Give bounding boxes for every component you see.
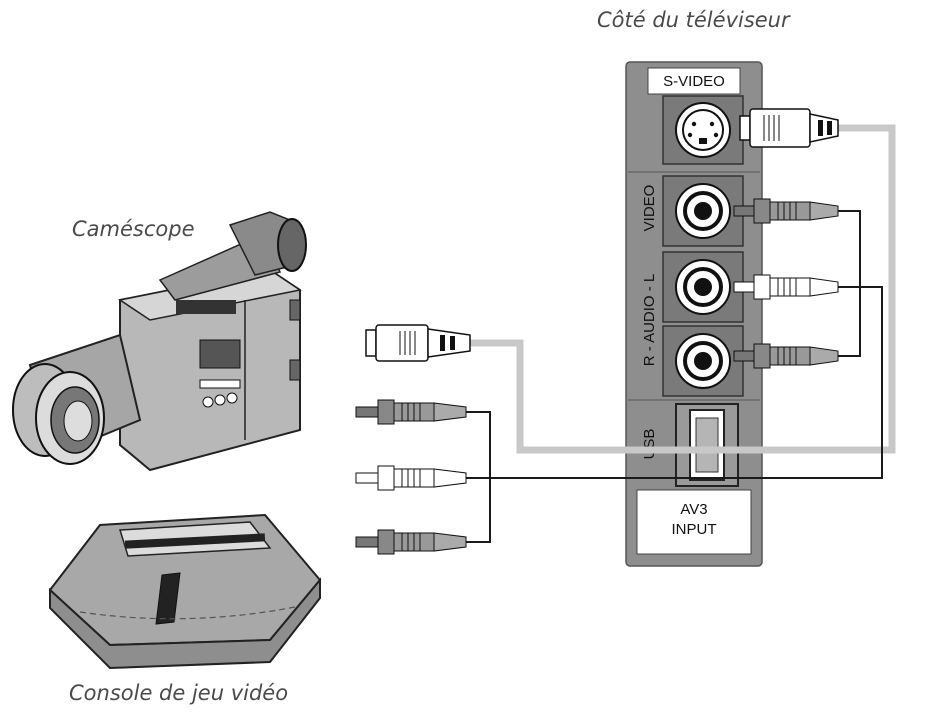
video-jack[interactable] (662, 175, 744, 247)
audio-l-plug-source (355, 465, 467, 491)
audio-l-plug-tv (733, 274, 839, 300)
audio-r-plug-tv (733, 343, 839, 369)
tv-video-cable-loop (838, 210, 861, 357)
s-video-cable (470, 124, 896, 454)
camcorder-caption: Caméscope (72, 217, 195, 241)
audio-r-plug-source (355, 529, 467, 555)
audio-label: R - AUDIO - L (641, 274, 658, 367)
s-video-jack[interactable] (662, 95, 744, 165)
s-video-plug-source (365, 324, 471, 362)
s-video-label: S-VIDEO (663, 73, 725, 90)
video-plug-source (355, 399, 467, 425)
audio-l-jack[interactable] (662, 251, 744, 323)
usb-label: USB (641, 429, 658, 460)
usb-port[interactable] (675, 403, 739, 487)
console-av-cable-loop (466, 411, 491, 543)
tv-panel: S-VIDEO (625, 61, 763, 567)
av3-label: AV3 (680, 501, 707, 518)
audio-r-jack[interactable] (662, 325, 744, 397)
game-console-icon (48, 513, 322, 670)
video-plug-tv (733, 198, 839, 224)
input-label: INPUT (672, 521, 717, 538)
video-label: VIDEO (641, 185, 658, 232)
s-video-plug-tv (739, 108, 839, 148)
camcorder-icon (12, 211, 307, 472)
console-caption: Console de jeu vidéo (69, 681, 288, 705)
tv-side-caption: Côté du téléviseur (597, 8, 791, 32)
white-audio-cable (466, 286, 883, 479)
